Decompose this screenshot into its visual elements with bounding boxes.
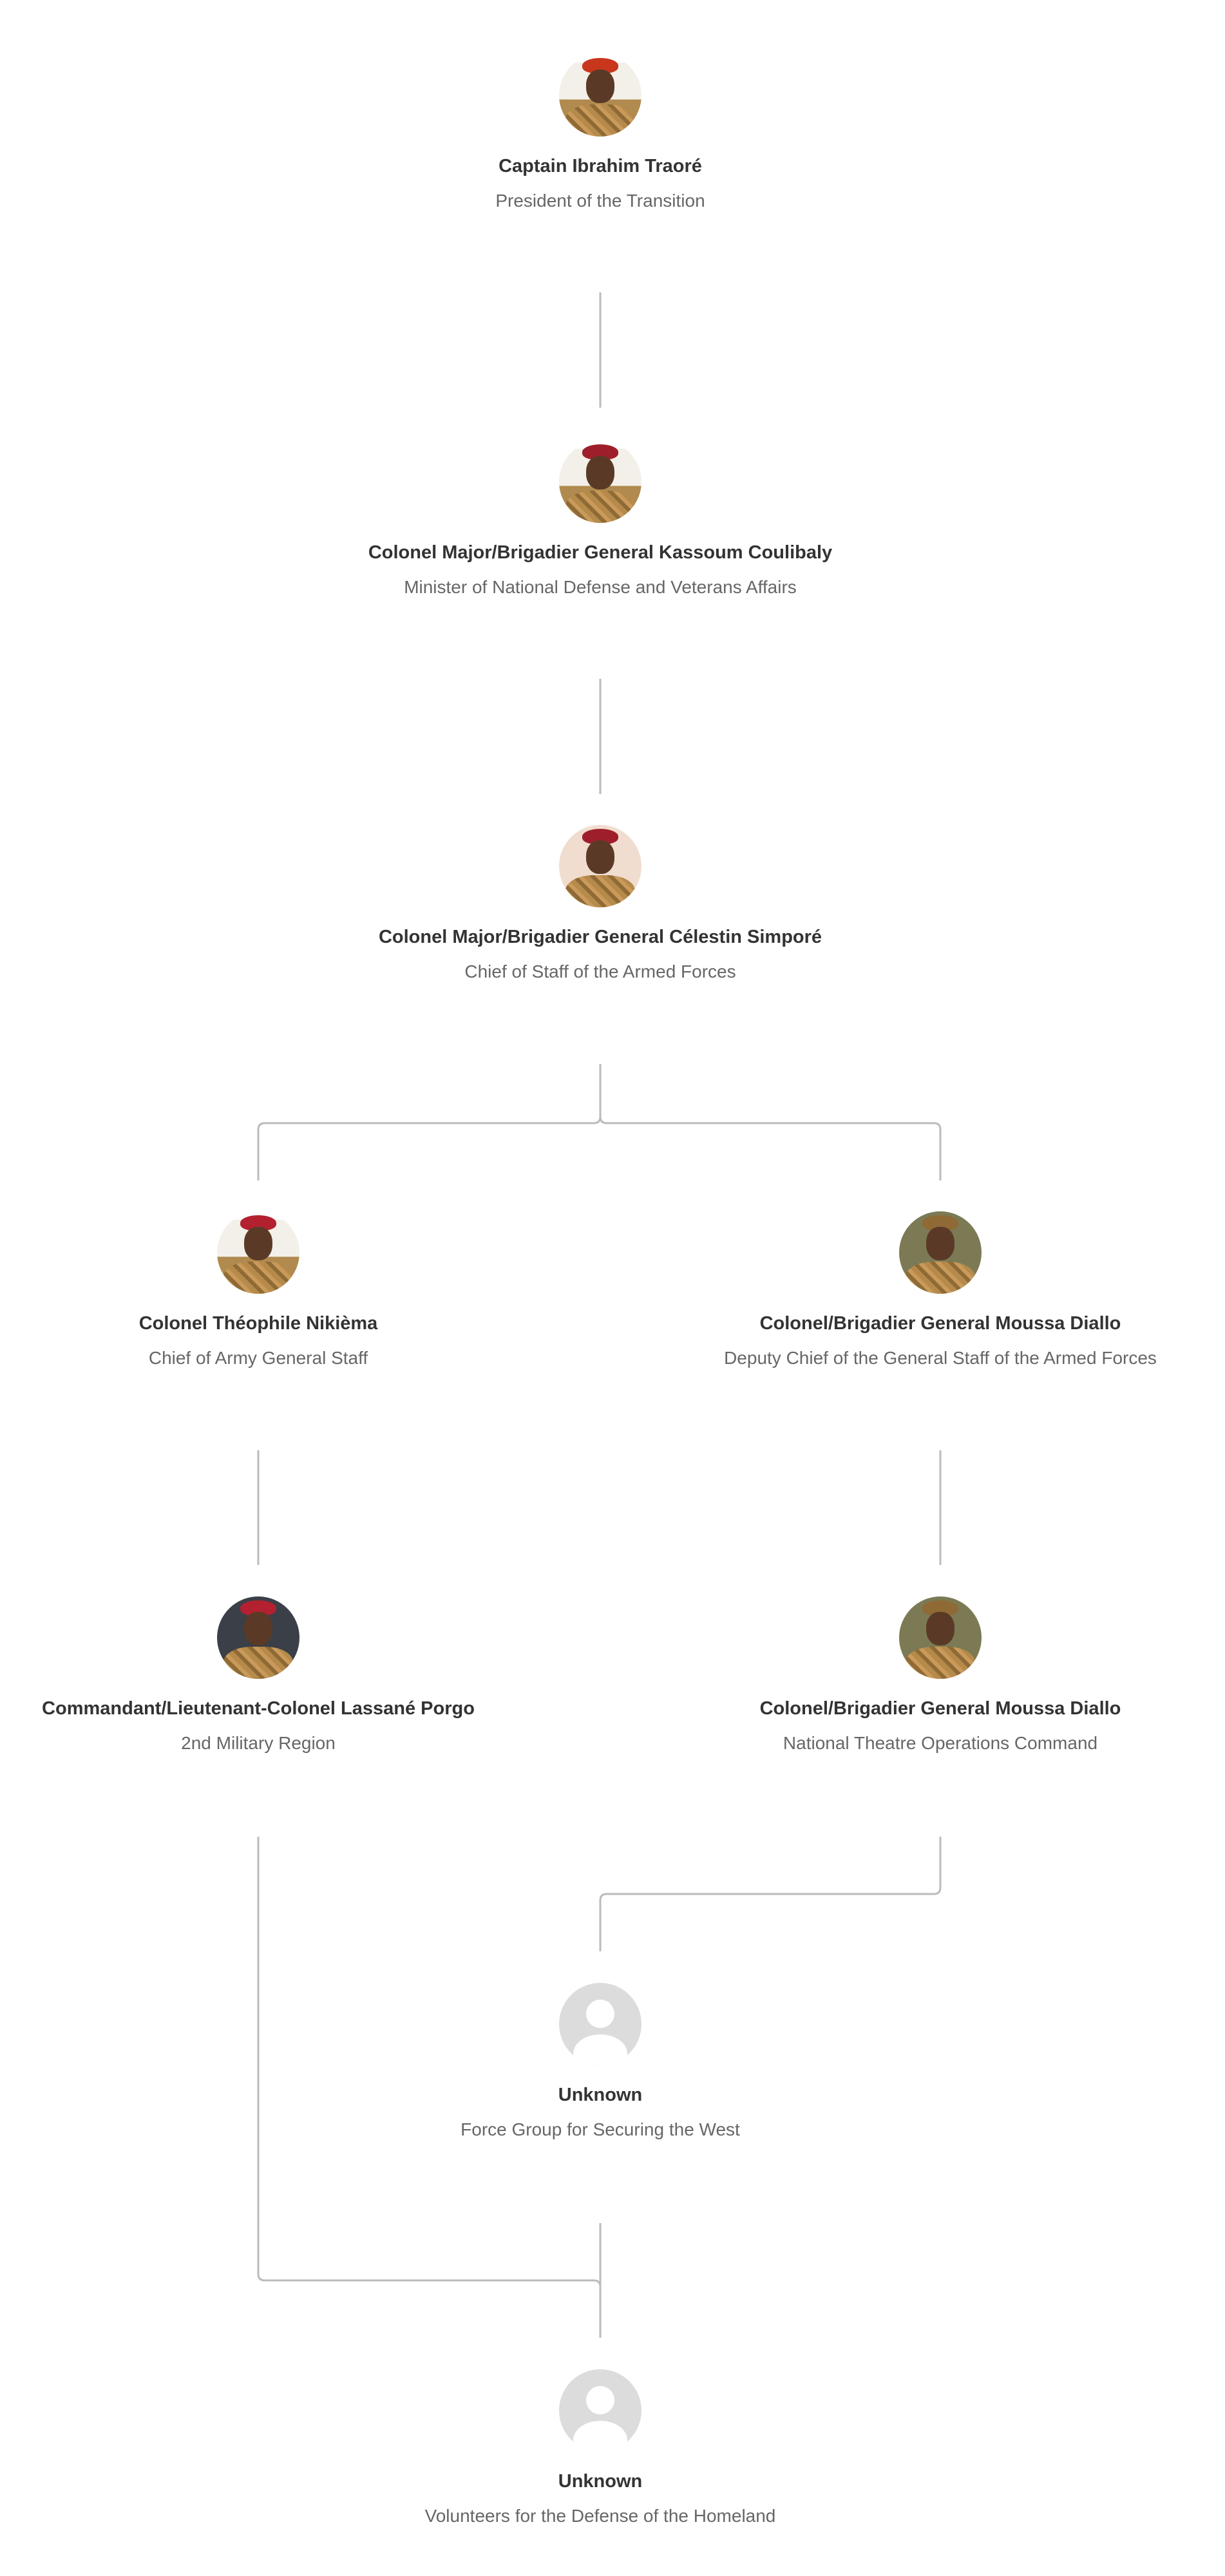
org-node-military-region: Commandant/Lieutenant-Colonel Lassané Po…	[0, 1596, 548, 1755]
org-node-volunteers: Unknown Volunteers for the Defense of th…	[310, 2369, 890, 2528]
org-node-force-group-west: Unknown Force Group for Securing the Wes…	[310, 1983, 890, 2141]
node-title: Minister of National Defense and Veteran…	[404, 577, 797, 597]
node-name: Colonel/Brigadier General Moussa Diallo	[759, 1698, 1121, 1719]
node-name: Captain Ibrahim Traoré	[499, 156, 702, 176]
node-title: National Theatre Operations Command	[783, 1733, 1098, 1753]
org-node-chief-of-staff: Colonel Major/Brigadier General Célestin…	[310, 825, 890, 983]
node-title: 2nd Military Region	[181, 1733, 336, 1753]
node-title: Deputy Chief of the General Staff of the…	[724, 1348, 1157, 1368]
avatar	[899, 1596, 982, 1679]
node-name: Colonel Major/Brigadier General Kassoum …	[368, 542, 833, 563]
connector-chief-branch	[257, 1064, 942, 1180]
placeholder-person-icon	[559, 2369, 641, 2452]
node-name: Colonel Théophile Nikièma	[138, 1313, 378, 1334]
avatar	[217, 1211, 299, 1294]
node-name: Commandant/Lieutenant-Colonel Lassané Po…	[42, 1698, 475, 1719]
avatar	[559, 825, 641, 907]
avatar	[899, 1211, 982, 1294]
node-title: Chief of Army General Staff	[148, 1348, 368, 1368]
node-title: Volunteers for the Defense of the Homela…	[424, 2506, 776, 2526]
org-node-army-staff: Colonel Théophile Nikièma Chief of Army …	[0, 1211, 548, 1370]
node-name: Colonel Major/Brigadier General Célestin…	[378, 927, 822, 947]
node-name: Colonel/Brigadier General Moussa Diallo	[759, 1313, 1121, 1334]
placeholder-person-icon	[559, 1983, 641, 2065]
connector-theatre-west	[599, 1837, 942, 1951]
node-name: Unknown	[558, 2085, 643, 2105]
node-title: Chief of Staff of the Armed Forces	[464, 961, 736, 981]
node-title: President of the Transition	[495, 191, 705, 211]
avatar	[559, 440, 641, 523]
org-node-president: Captain Ibrahim Traoré President of the …	[310, 54, 890, 213]
node-title: Force Group for Securing the West	[461, 2119, 740, 2139]
avatar	[559, 54, 641, 137]
org-node-theatre-command: Colonel/Brigadier General Moussa Diallo …	[650, 1596, 1225, 1755]
avatar	[217, 1596, 299, 1679]
node-name: Unknown	[558, 2471, 643, 2492]
org-node-deputy-chief: Colonel/Brigadier General Moussa Diallo …	[650, 1211, 1225, 1370]
org-node-minister: Colonel Major/Brigadier General Kassoum …	[310, 440, 890, 599]
